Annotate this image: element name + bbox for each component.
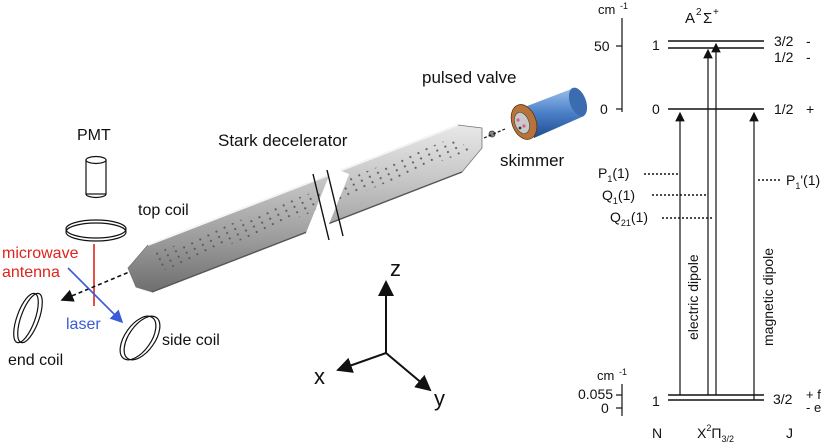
microwave-label-line1: microwave (2, 245, 79, 262)
level-N1-upper-label: 1 (652, 37, 660, 53)
J-12-low-parity: + (806, 101, 814, 117)
axis-x-label: x (314, 364, 325, 389)
stark-decelerator-label: Stark decelerator (218, 131, 348, 150)
upper-state-sup2: + (713, 7, 719, 18)
J-12-upper: 1/2 (774, 49, 794, 65)
stark-decelerator (127, 124, 483, 293)
pulsed-valve (510, 87, 588, 140)
skimmer (483, 128, 506, 139)
parity-f: + f (806, 387, 821, 402)
skimmer-label: skimmer (500, 151, 565, 170)
top-coil-label: top coil (138, 202, 189, 219)
axis-z-label: z (390, 256, 401, 281)
trans-P1-label: P1(1) (598, 165, 629, 184)
unit-top-exp: -1 (620, 1, 628, 11)
side-coil (119, 315, 161, 361)
bottom-J-label: J (786, 425, 793, 441)
unit-top: cm (598, 2, 615, 17)
pulsed-valve-label: pulsed valve (422, 68, 517, 87)
trans-P1prime-label: P1'(1) (786, 172, 820, 191)
end-coil-label: end coil (8, 352, 63, 369)
J-12-upper-parity: - (806, 49, 811, 65)
electric-dipole-label: electric dipole (685, 254, 701, 340)
unit-bottom-exp: -1 (619, 367, 627, 377)
laser-label: laser (66, 316, 101, 333)
laser-beam (67, 267, 124, 324)
end-coil (13, 292, 43, 344)
xyz-axes (336, 280, 432, 392)
tick-50: 50 (594, 38, 610, 54)
pmt-cylinder (85, 155, 107, 199)
upper-state-main: A (685, 10, 695, 27)
pmt-label: PMT (77, 127, 111, 144)
axis-y-label: y (434, 386, 445, 411)
tick-0055: 0.055 (578, 386, 613, 402)
side-coil-label: side coil (162, 332, 220, 349)
parity-e: - e (806, 400, 821, 415)
energy-level-diagram (616, 18, 782, 416)
J-32-upper-parity: - (806, 33, 811, 49)
tick-0-bottom: 0 (601, 400, 609, 416)
upper-state-sym: Σ (703, 10, 712, 27)
trans-Q1-label: Q1(1) (602, 187, 635, 206)
J-32-upper: 3/2 (774, 33, 794, 49)
magnetic-dipole-label: magnetic dipole (760, 248, 776, 346)
lower-state-label: X2Π3/2 (697, 423, 734, 443)
microwave-label-line2: antenna (2, 264, 60, 281)
top-coil (65, 219, 127, 242)
bottom-N-label: N (652, 425, 662, 441)
level-N0-upper-label: 0 (652, 101, 660, 117)
molecular-beam-arrow (60, 269, 135, 302)
upper-state-sup: 2 (696, 7, 702, 18)
trans-Q21-label: Q21(1) (610, 209, 648, 228)
tick-0-top: 0 (600, 101, 608, 117)
unit-bottom: cm (597, 368, 614, 383)
J-32-lower: 3/2 (773, 391, 793, 407)
level-N1-lower-label: 1 (652, 393, 660, 409)
J-12-low: 1/2 (774, 101, 794, 117)
